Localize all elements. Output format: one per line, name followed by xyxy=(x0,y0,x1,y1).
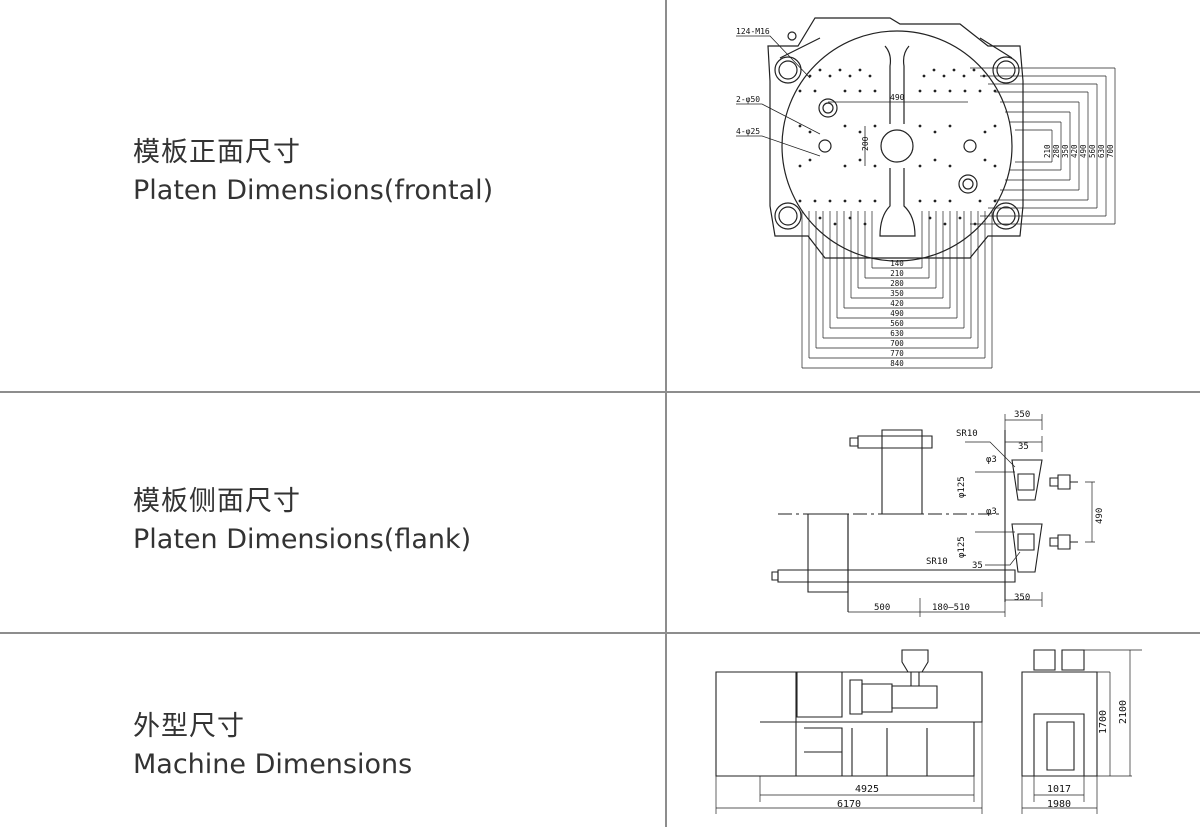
bottom-dim-label: 770 xyxy=(890,349,904,358)
right-dim-label: 420 xyxy=(1070,144,1079,158)
bottom-dim-label: 700 xyxy=(890,339,904,348)
row-label-flank: 模板侧面尺寸 Platen Dimensions(flank) xyxy=(133,483,471,559)
bottom-dim-label: 280 xyxy=(890,279,904,288)
label-zh: 模板侧面尺寸 xyxy=(133,486,301,517)
center-dimension: 490 xyxy=(890,93,905,102)
right-dim-label: 630 xyxy=(1097,144,1106,158)
dim-label: SR10 xyxy=(956,429,978,439)
flank-platen-drawing: 350 SR10 35 φ3 φ125 490 φ3 φ125 SR10 35 … xyxy=(771,410,1105,617)
dim-label: 4925 xyxy=(855,784,879,795)
right-dim-label: 280 xyxy=(1052,144,1061,158)
dim-label: 180—510 xyxy=(932,603,970,613)
small-dimension: 200 xyxy=(861,136,870,151)
column-divider xyxy=(665,0,667,827)
dim-label: 35 xyxy=(972,561,983,571)
label-en: Platen Dimensions(flank) xyxy=(133,524,472,555)
label-zh: 外型尺寸 xyxy=(133,711,245,742)
label-zh: 模板正面尺寸 xyxy=(133,137,301,168)
dim-label: 6170 xyxy=(837,799,861,810)
dim-label: 350 xyxy=(1014,410,1030,420)
dim-label: 2100 xyxy=(1118,700,1129,724)
bottom-dim-label: 630 xyxy=(890,329,904,338)
bottom-dim-label: 420 xyxy=(890,299,904,308)
dim-label: SR10 xyxy=(926,557,948,567)
right-dim-label: 350 xyxy=(1061,144,1070,158)
callout-label: 4-φ25 xyxy=(736,127,760,136)
dim-label: φ125 xyxy=(957,536,967,558)
dim-label: φ3 xyxy=(986,507,997,517)
dim-label: 500 xyxy=(874,603,890,613)
dim-label: 1700 xyxy=(1098,710,1109,734)
right-dim-label: 210 xyxy=(1043,144,1052,158)
bottom-dim-label: 140 xyxy=(890,259,904,268)
right-dim-label: 560 xyxy=(1088,144,1097,158)
dim-label: 1980 xyxy=(1047,799,1071,810)
dim-label: φ125 xyxy=(957,476,967,498)
label-en: Platen Dimensions(frontal) xyxy=(133,175,494,206)
dim-label: φ3 xyxy=(986,455,997,465)
bottom-dim-label: 350 xyxy=(890,289,904,298)
right-dim-label: 700 xyxy=(1106,144,1115,158)
machine-dimensions-drawing: 4925 6170 1017 1980 1700 2100 xyxy=(715,649,1142,814)
row-label-machine: 外型尺寸 Machine Dimensions xyxy=(133,708,412,784)
row-divider-1 xyxy=(0,391,1200,393)
bottom-dim-label: 840 xyxy=(890,359,904,368)
row-divider-2 xyxy=(0,632,1200,634)
dim-label: 1017 xyxy=(1047,784,1071,795)
right-dim-label: 490 xyxy=(1079,144,1088,158)
callout-label: 2-φ50 xyxy=(736,95,760,104)
dim-label: 490 xyxy=(1095,508,1105,524)
dim-label: 35 xyxy=(1018,442,1029,452)
callout-label: 124-M16 xyxy=(736,27,770,36)
frontal-platen-drawing: 124-M16 2-φ50 4-φ25 490 200 210 280 350 … xyxy=(736,17,1116,369)
row-label-frontal: 模板正面尺寸 Platen Dimensions(frontal) xyxy=(133,134,493,210)
bottom-dim-label: 210 xyxy=(890,269,904,278)
bottom-dim-label: 490 xyxy=(890,309,904,318)
label-en: Machine Dimensions xyxy=(133,749,413,780)
dim-label: 350 xyxy=(1014,593,1030,603)
bottom-dim-label: 560 xyxy=(890,319,904,328)
